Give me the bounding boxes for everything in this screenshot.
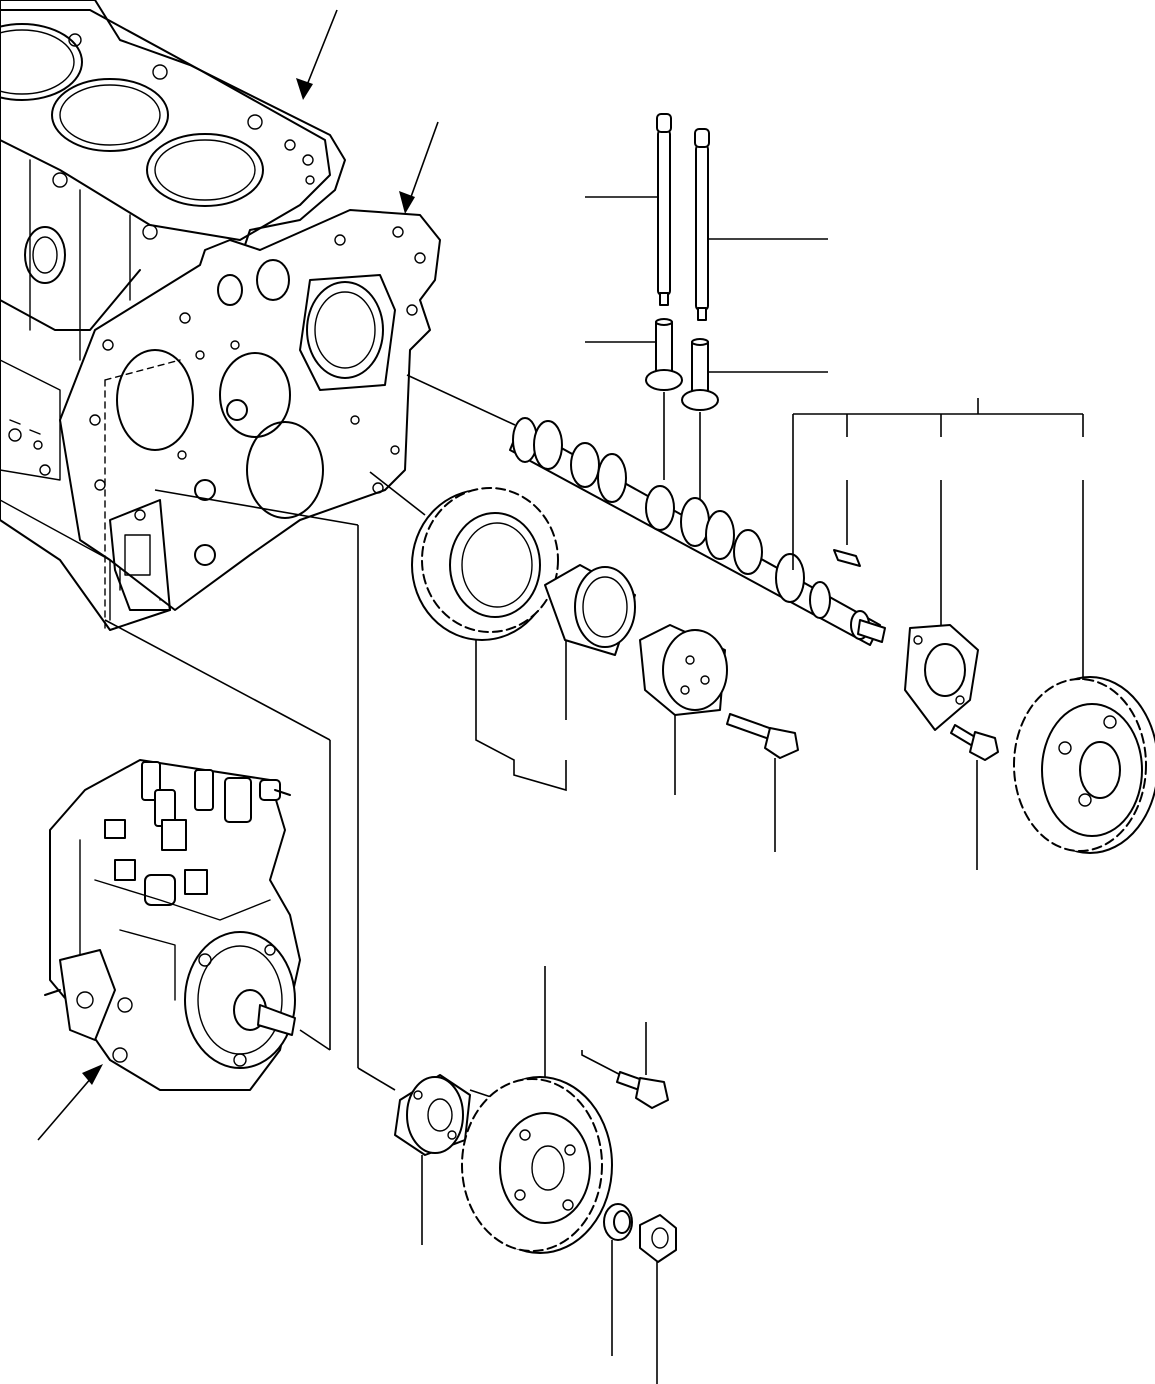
thrust-plate-bolt bbox=[950, 724, 999, 870]
tappet-2 bbox=[681, 338, 828, 505]
idler-bushing bbox=[544, 564, 636, 720]
front-plate bbox=[59, 209, 441, 631]
idler-bolt bbox=[726, 713, 799, 852]
camshaft bbox=[406, 374, 886, 646]
pump-gear bbox=[461, 966, 613, 1254]
key bbox=[833, 480, 861, 567]
arrow-head-icon bbox=[82, 1064, 103, 1085]
nut bbox=[639, 1214, 677, 1384]
idler-shaft bbox=[639, 624, 728, 795]
push-rod-2 bbox=[694, 128, 828, 321]
thrust-plate bbox=[904, 480, 979, 731]
camshaft-gear bbox=[1013, 480, 1155, 854]
direction-arrows bbox=[37, 9, 439, 1141]
injection-pump bbox=[44, 619, 331, 1091]
camshaft-group-leader bbox=[792, 398, 1084, 570]
arrow-head-icon bbox=[399, 191, 415, 214]
pump-gear-bolt bbox=[581, 1022, 669, 1109]
push-rod-1 bbox=[585, 113, 672, 306]
arrow-head-icon bbox=[296, 78, 313, 100]
lock-washer bbox=[603, 1203, 633, 1356]
pump-hub bbox=[154, 489, 471, 1245]
idler-gear bbox=[369, 471, 567, 792]
tappet-1 bbox=[585, 318, 683, 480]
